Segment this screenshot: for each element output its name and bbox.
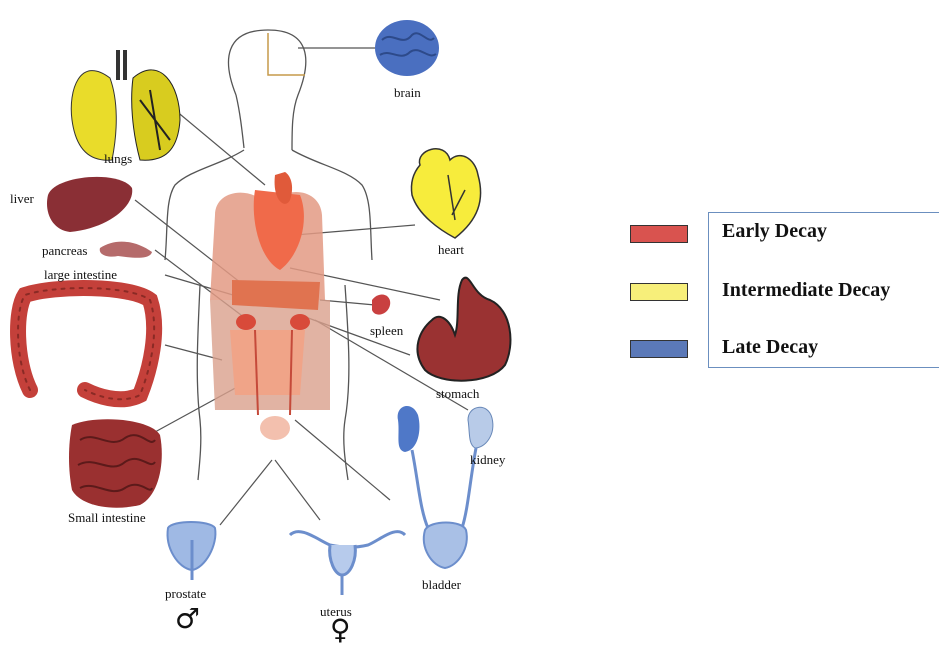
uterus-illustration — [290, 532, 405, 595]
legend-label-late: Late Decay — [722, 337, 818, 357]
pancreas-illustration — [100, 242, 152, 258]
prostate-illustration — [168, 522, 216, 580]
legend-label-early: Early Decay — [722, 221, 827, 241]
legend-swatch-intermediate — [630, 283, 688, 301]
female-symbol: ♀ — [330, 616, 351, 644]
small-intestine-illustration — [69, 419, 162, 507]
legend-swatch-early — [630, 225, 688, 243]
heart-illustration — [411, 149, 480, 238]
male-symbol: ♂ — [175, 605, 200, 633]
label-brain: brain — [394, 86, 421, 99]
legend-label-intermediate: Intermediate Decay — [722, 280, 890, 300]
label-lungs: lungs — [104, 152, 132, 165]
stomach-illustration — [417, 278, 510, 381]
label-bladder: bladder — [422, 578, 461, 591]
spleen-illustration — [372, 295, 390, 315]
label-prostate: prostate — [165, 587, 206, 600]
label-stomach: stomach — [436, 387, 479, 400]
label-liver: liver — [10, 192, 34, 205]
torso-organs — [210, 172, 330, 440]
label-spleen: spleen — [370, 324, 403, 337]
label-large-intestine: large intestine — [44, 268, 117, 281]
label-kidney: kidney — [470, 453, 505, 466]
label-heart: heart — [438, 243, 464, 256]
brain-illustration — [375, 20, 439, 76]
liver-illustration — [47, 177, 132, 232]
label-pancreas: pancreas — [42, 244, 87, 257]
label-small-intestine: Small intestine — [68, 511, 146, 524]
lungs-illustration — [71, 50, 180, 160]
large-intestine-illustration — [18, 288, 154, 399]
legend-swatch-late — [630, 340, 688, 358]
kidney-bladder-illustration — [398, 406, 493, 568]
